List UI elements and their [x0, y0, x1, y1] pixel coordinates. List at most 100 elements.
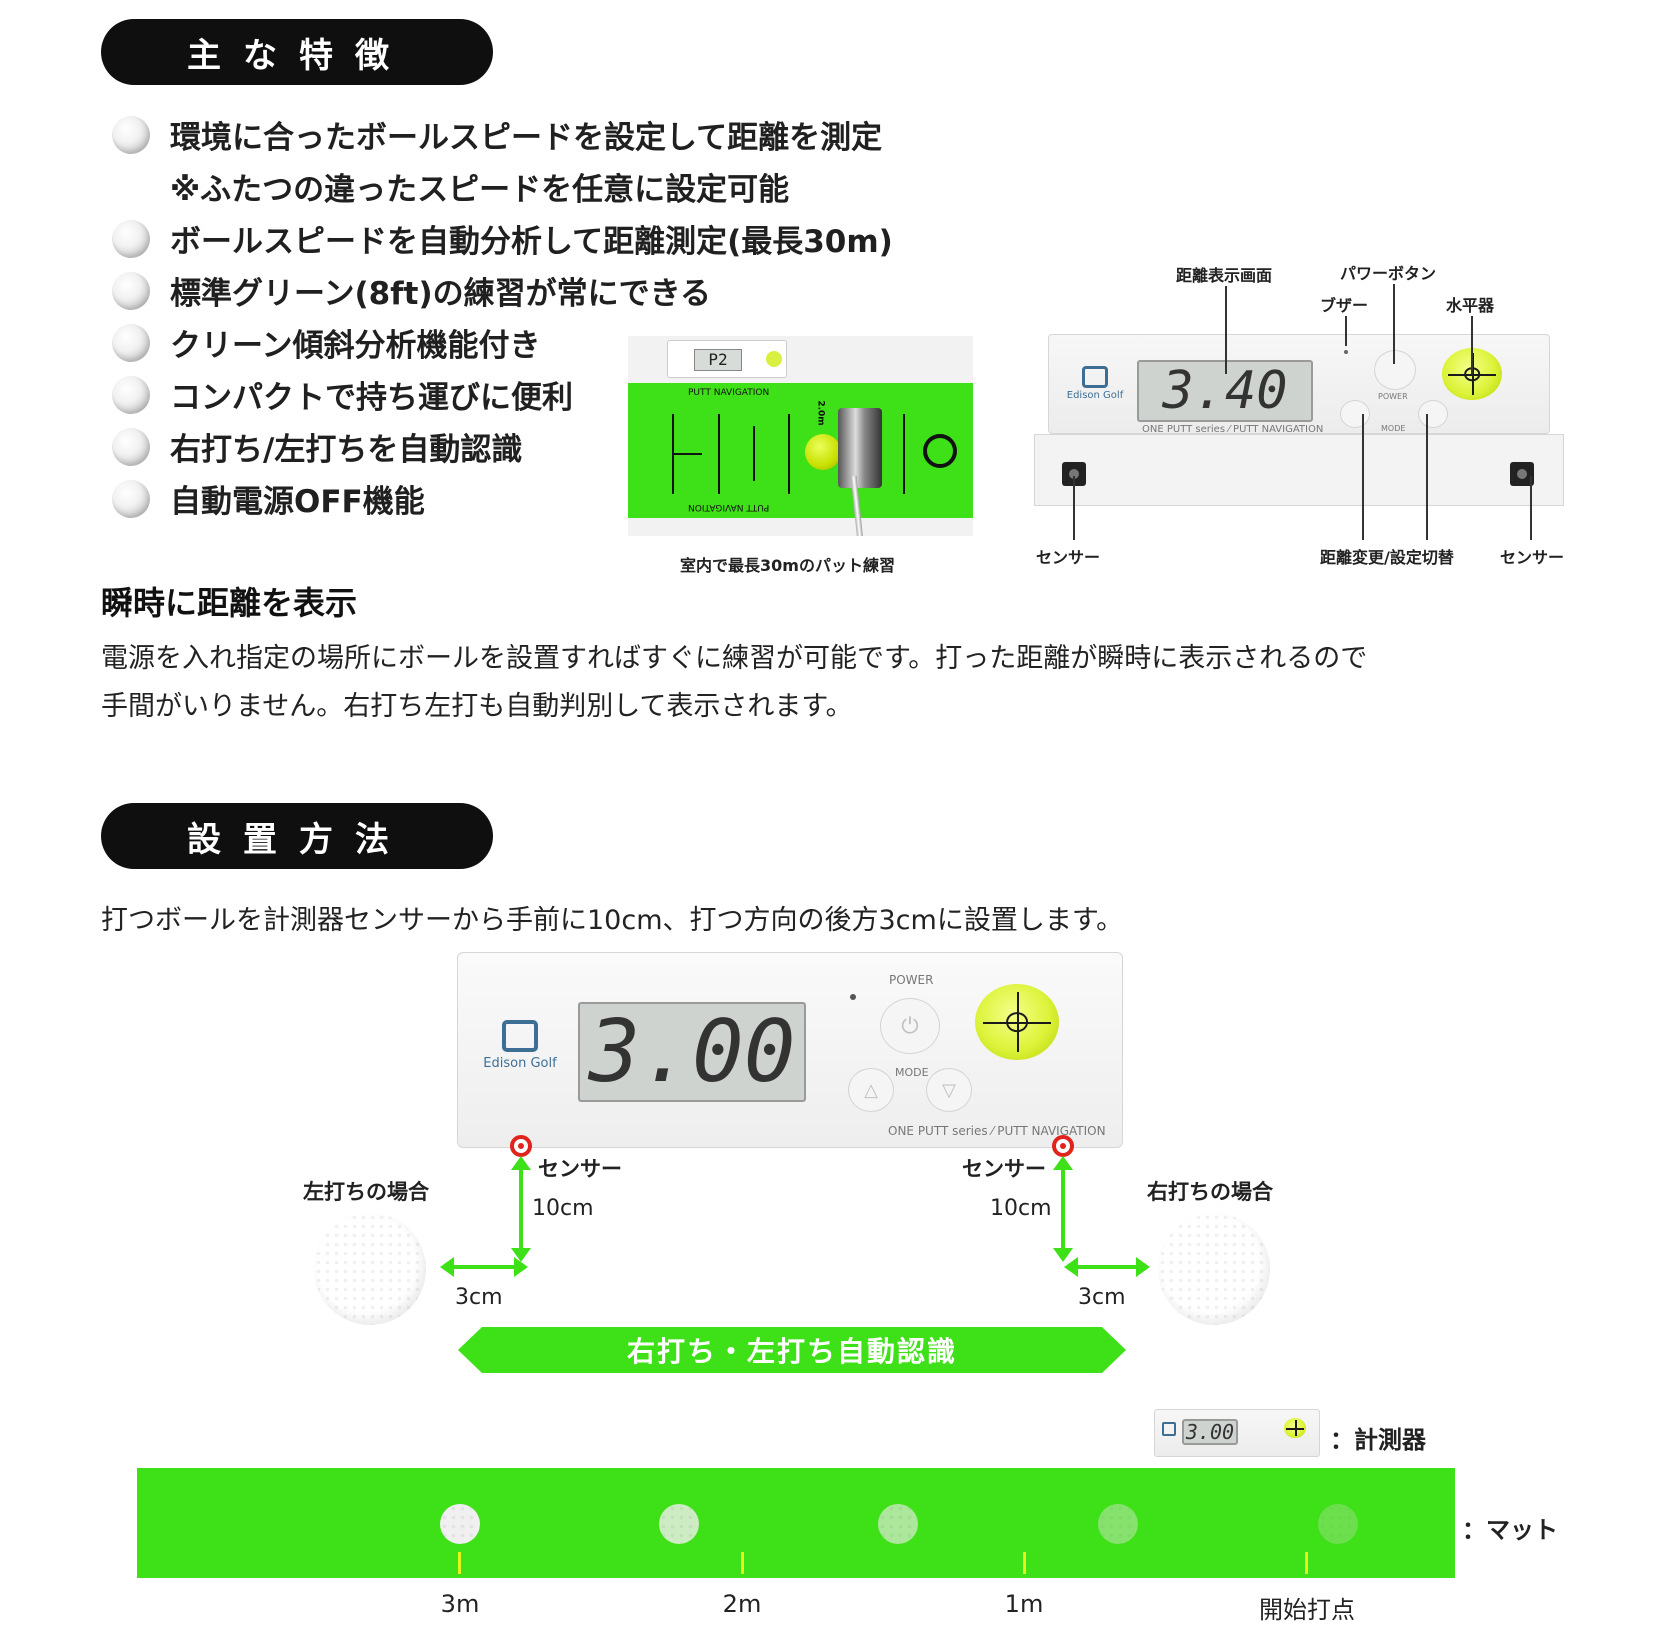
golf-ball-icon	[112, 219, 150, 258]
mat-line	[788, 414, 790, 494]
arrow-head-icon	[1053, 1156, 1073, 1170]
feature-text: コンパクトで持ち運びに便利	[170, 380, 573, 416]
back-distance-label: 3cm	[455, 1285, 503, 1310]
power-button[interactable]	[1374, 350, 1416, 390]
paragraph-line: 電源を入れ指定の場所にボールを設置すればすぐに練習が可能です。打った距離が瞬時に…	[101, 643, 1368, 674]
arrow-head-icon	[440, 1257, 454, 1277]
buzzer-hole	[1344, 350, 1348, 354]
subheading: 瞬時に距離を表示	[101, 584, 358, 622]
right-case-label: 右打ちの場合	[1147, 1180, 1273, 1204]
label-power-button: パワーボタン	[1340, 264, 1437, 283]
feature-item: ボールスピードを自動分析して距離測定(最長30m)	[112, 216, 893, 261]
power-button[interactable]: ⏻	[880, 998, 940, 1054]
leader-line	[1225, 286, 1227, 374]
distance-tick	[741, 1552, 744, 1574]
leader-line	[1345, 316, 1347, 346]
golf-ball-icon	[112, 479, 150, 518]
putting-mat	[628, 383, 973, 518]
sensor-target-icon	[1052, 1135, 1074, 1157]
golf-ball	[1318, 1504, 1358, 1544]
golf-ball-icon	[112, 427, 150, 466]
golf-ball-icon	[112, 271, 150, 310]
distance-label: 2m	[722, 1590, 762, 1618]
mat-line	[753, 426, 755, 481]
mode-label: MODE	[895, 1066, 929, 1079]
section-title-setup: 設置方法	[101, 803, 493, 869]
feature-item: 自動電源OFF機能	[112, 476, 425, 521]
brand-logo: Edison Golf	[480, 1020, 560, 1080]
distance-tick	[1023, 1552, 1026, 1574]
golf-ball	[1098, 1504, 1138, 1544]
distance-label: 3m	[440, 1590, 480, 1618]
feature-text: クリーン傾斜分析機能付き	[170, 328, 541, 364]
feature-item: クリーン傾斜分析機能付き	[112, 320, 540, 365]
arrow-head-icon	[1136, 1257, 1150, 1277]
mat-line	[903, 414, 905, 494]
leader-line	[1362, 414, 1364, 540]
brand-logo-icon	[923, 434, 957, 468]
mat-line	[718, 414, 720, 494]
feature-note-text: ※ふたつの違ったスピードを任意に設定可能	[170, 172, 790, 208]
label-sensor-right: センサー	[1500, 548, 1565, 567]
mat-line	[672, 453, 702, 455]
mode-down-button[interactable]	[1340, 400, 1370, 428]
golf-ball	[878, 1504, 918, 1544]
brand-logo-icon	[502, 1020, 538, 1052]
distance-tick	[1305, 1552, 1308, 1574]
device-thumbnail: P2	[667, 340, 787, 378]
brand-logo: Edison Golf	[1060, 366, 1130, 406]
setup-instruction: 打つボールを計測器センサーから手前に10cm、打つ方向の後方3cmに設置します。	[101, 905, 1124, 936]
level-icon	[766, 351, 782, 367]
sensor-label: センサー	[538, 1157, 622, 1181]
power-icon: ⏻	[901, 1013, 919, 1039]
label-buzzer: ブザー	[1320, 296, 1369, 315]
arrow-head-icon	[514, 1257, 528, 1277]
arrow-head-icon	[1064, 1257, 1078, 1277]
mode-up-button[interactable]	[1418, 400, 1448, 428]
photo-caption: 室内で最長30mのパット練習	[680, 556, 895, 575]
feature-item: 環境に合ったボールスピードを設定して距離を測定	[112, 112, 882, 157]
level-icon	[975, 984, 1059, 1060]
sensor-label: センサー	[962, 1157, 1046, 1181]
triangle-down-icon: ▽	[942, 1079, 956, 1101]
paragraph-line: 手間がいりません。右打ち左打も自動判別して表示されます。	[101, 691, 853, 722]
leader-line	[1471, 316, 1473, 374]
arrow-front-distance	[1061, 1160, 1065, 1252]
mode-up-button[interactable]: △	[848, 1068, 894, 1112]
back-distance-label: 3cm	[1078, 1285, 1126, 1310]
golf-ball-icon	[112, 323, 150, 362]
brand-logo-icon	[1082, 366, 1108, 388]
auto-detect-banner: 右打ち・左打ち自動認識	[458, 1327, 1126, 1373]
feature-text: ボールスピードを自動分析して距離測定(最長30m)	[170, 224, 893, 260]
arrow-back-distance	[1070, 1265, 1144, 1269]
leader-line	[1530, 476, 1532, 540]
device-lcd: P2	[694, 349, 742, 371]
level-icon	[1284, 1418, 1306, 1438]
model-name: ONE PUTT series ⁄ PUTT NAVIGATION	[888, 1124, 1106, 1138]
leader-line	[1073, 476, 1075, 540]
golf-ball-icon	[112, 115, 150, 154]
mat-text: PUTT NAVIGATION	[688, 502, 770, 512]
power-label: POWER	[1378, 392, 1408, 401]
legend-mat-label: ：マット	[1462, 1516, 1558, 1544]
power-label: POWER	[889, 973, 934, 987]
triangle-up-icon: △	[864, 1079, 878, 1101]
arrow-head-icon	[511, 1156, 531, 1170]
feature-text: 右打ち/左打ちを自動認識	[170, 432, 523, 468]
product-photo-mat: P2 PUTT NAVIGATION PUTT NAVIGATION 2.0m	[628, 336, 973, 536]
left-case-label: 左打ちの場合	[303, 1180, 429, 1204]
label-sensor-left: センサー	[1036, 548, 1101, 567]
leader-line	[1393, 284, 1395, 364]
front-distance-label: 10cm	[990, 1196, 1052, 1221]
label-display: 距離表示画面	[1176, 266, 1273, 285]
legend-device-lcd: 3.00	[1182, 1419, 1238, 1445]
distance-label: 開始打点	[1259, 1596, 1355, 1624]
mode-down-button[interactable]: ▽	[926, 1068, 972, 1112]
golf-ball	[1158, 1213, 1270, 1325]
model-name: ONE PUTT series ⁄ PUTT NAVIGATION	[1142, 424, 1324, 435]
mode-label: MODE	[1381, 424, 1406, 433]
buzzer-hole	[850, 994, 856, 1000]
front-distance-label: 10cm	[532, 1196, 594, 1221]
brand-name: Edison Golf	[483, 1056, 557, 1071]
feature-item: コンパクトで持ち運びに便利	[112, 372, 573, 417]
